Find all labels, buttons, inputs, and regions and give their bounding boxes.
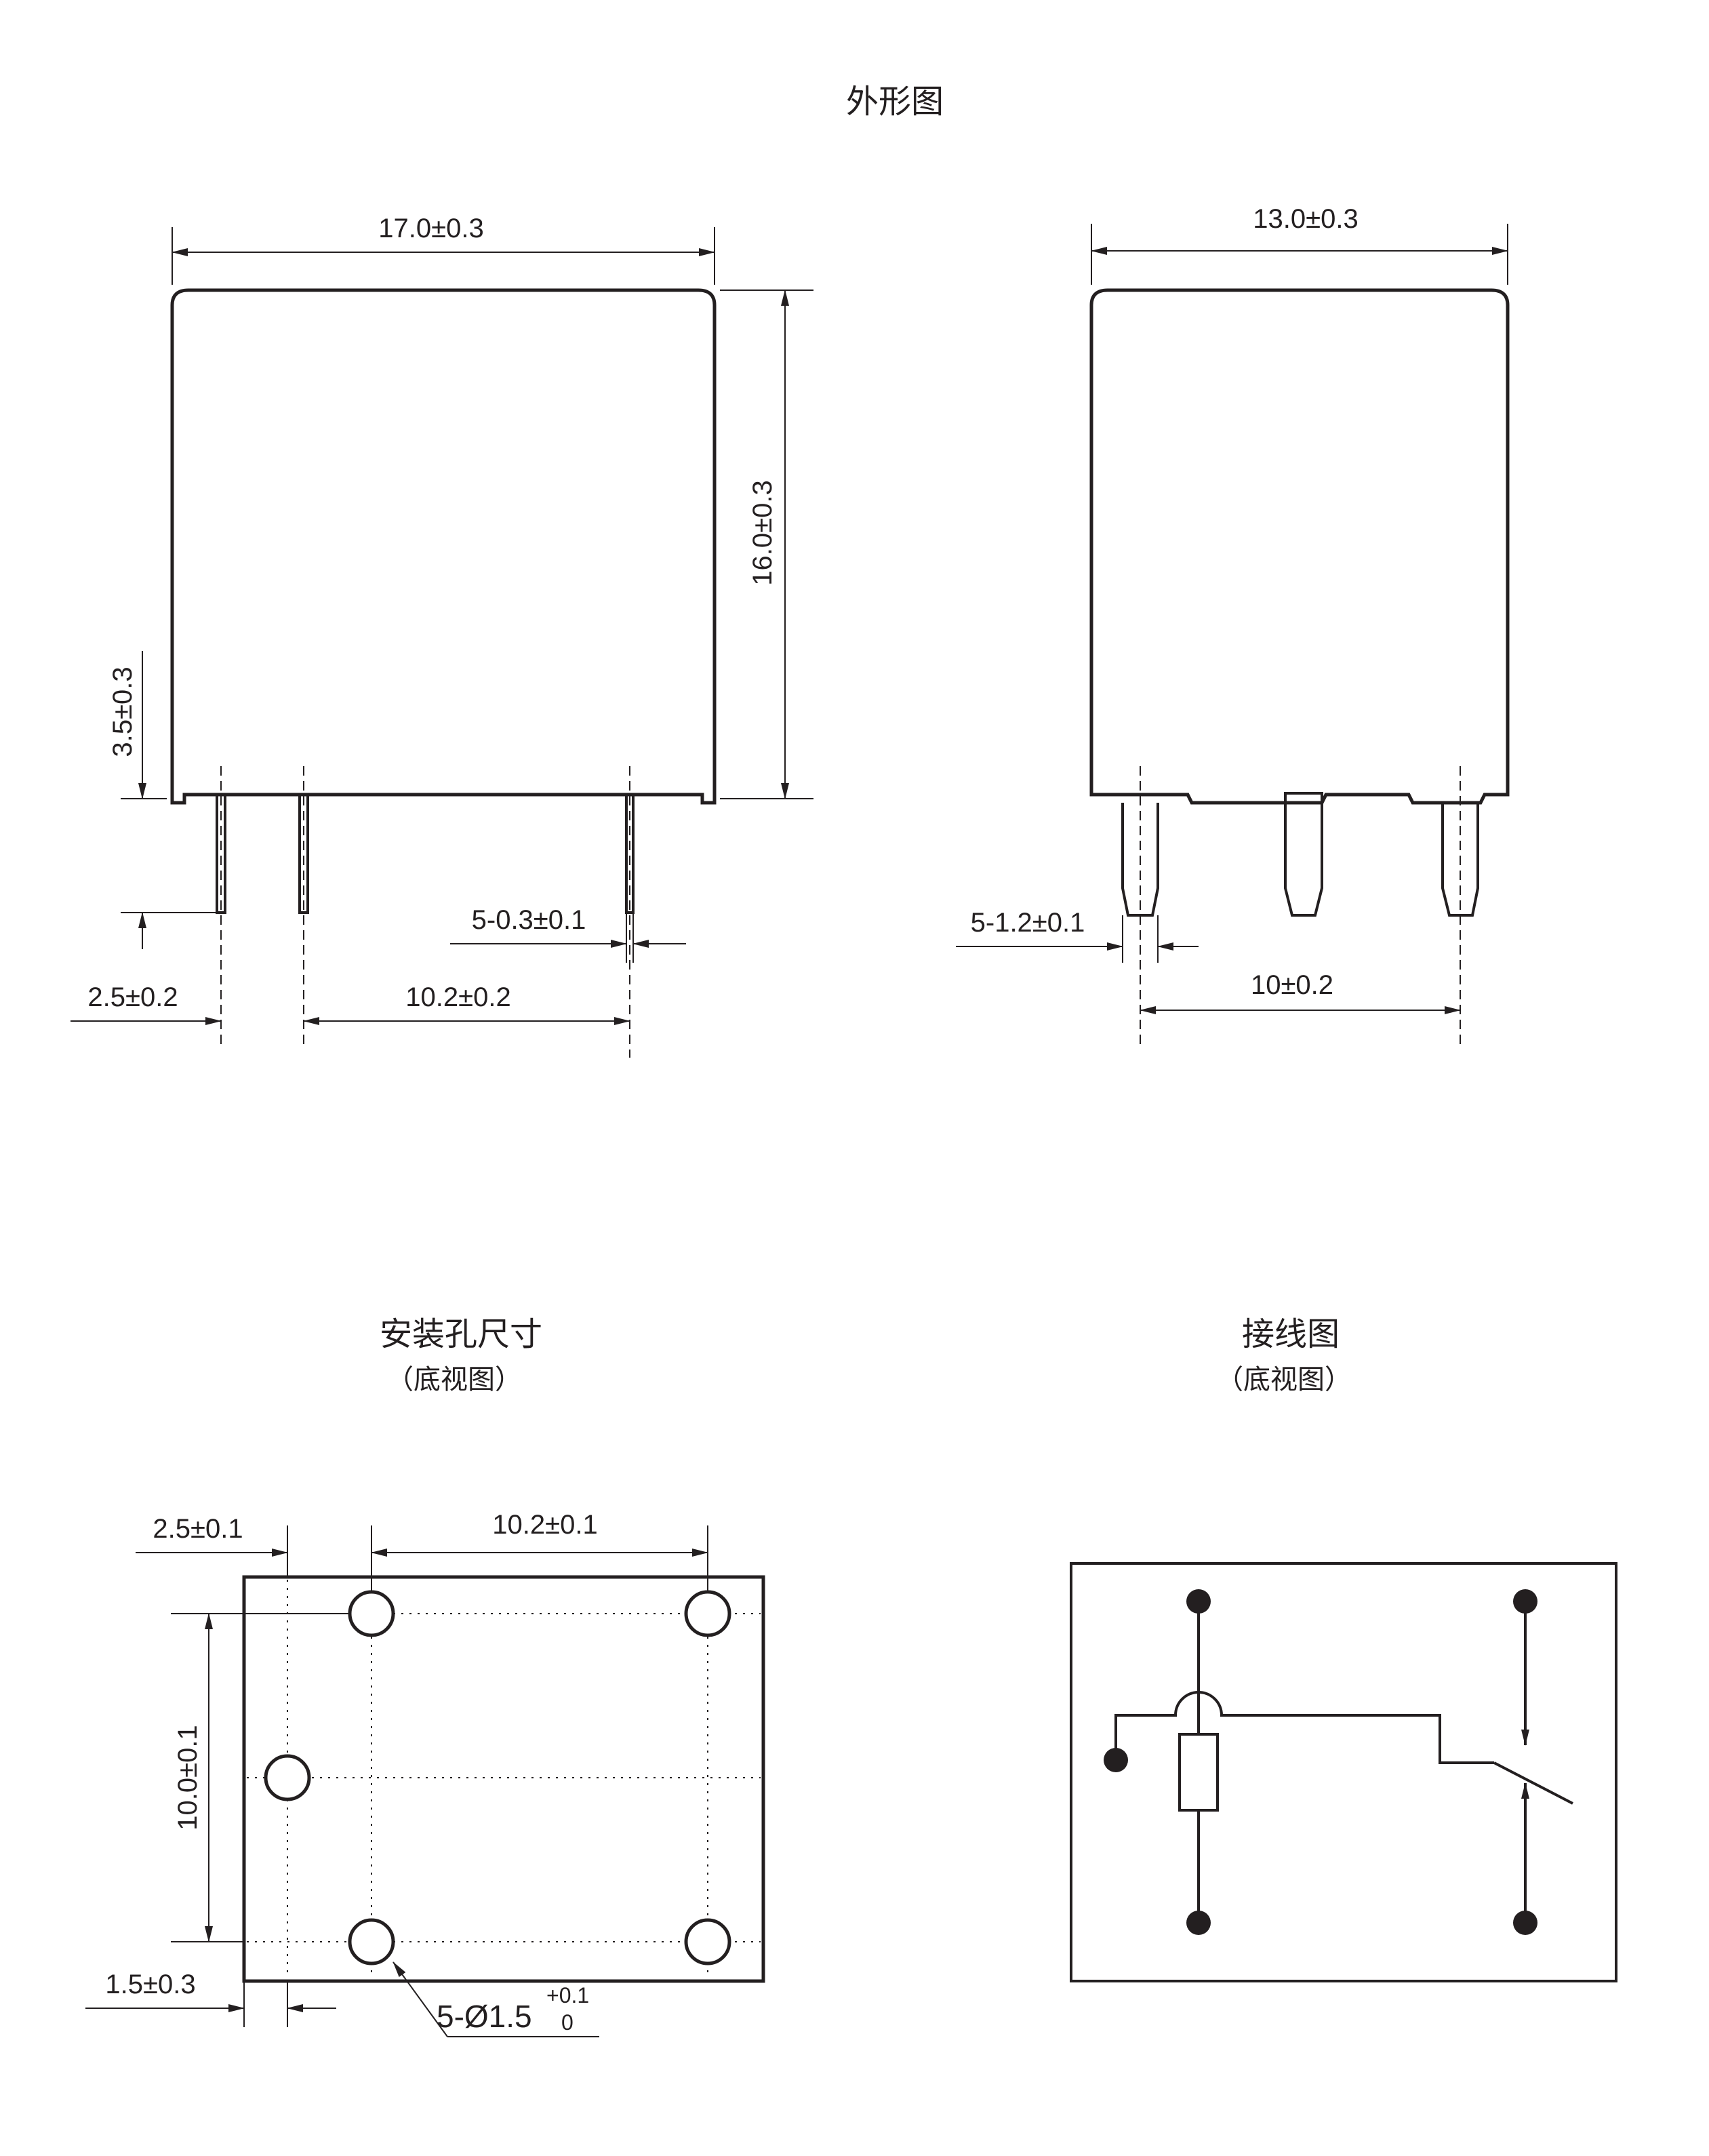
pin-offset-label: 2.5±0.2 <box>87 982 178 1012</box>
common-wire <box>1114 1691 1494 1764</box>
side-width-label: 13.0±0.3 <box>1253 204 1358 234</box>
wiring-title: 接线图 <box>1242 1317 1340 1353</box>
terminal-dot-common <box>1104 1748 1128 1772</box>
front-body-bottom <box>170 793 717 805</box>
hole-4 <box>348 1918 395 1965</box>
hole-pitch-y-label: 10.0±0.1 <box>173 1725 203 1830</box>
side-pin-2 <box>1284 792 1323 917</box>
contact-blade <box>1493 1761 1573 1805</box>
hole-1 <box>348 1590 395 1637</box>
terminal-dot-contact-top <box>1513 1589 1537 1614</box>
hole-pitch-x-label: 10.2±0.1 <box>492 1510 597 1540</box>
mounting-title: 安装孔尺寸 <box>380 1317 542 1353</box>
side-body-outline <box>1089 288 1510 805</box>
hole-grid <box>247 1580 761 1978</box>
side-pin-pitch-label: 10±0.2 <box>1251 970 1333 1000</box>
front-pin-3 <box>625 793 635 914</box>
terminal-dot-coil-bottom <box>1186 1911 1211 1935</box>
hole-callout-label: 5-Ø1.5 <box>437 1999 532 2034</box>
wiring-frame <box>1070 1562 1617 1982</box>
mounting-subtitle: （底视图） <box>386 1365 522 1395</box>
front-pin-2 <box>298 793 309 914</box>
pcb-outline <box>242 1575 765 1983</box>
side-pin-width-label: 5-1.2±0.1 <box>971 908 1085 938</box>
wiring-diagram <box>1070 1562 1617 1982</box>
terminal-dot-coil-top <box>1186 1589 1211 1614</box>
front-pin-1 <box>216 793 226 914</box>
hole-tol-lower: 0 <box>561 2010 574 2035</box>
pin-width-label: 5-0.3±0.1 <box>472 905 586 935</box>
hole-offset-label: 2.5±0.1 <box>153 1514 243 1544</box>
hole-2 <box>684 1590 731 1637</box>
coil <box>1178 1733 1219 1812</box>
pin-length-label: 3.5±0.3 <box>108 666 138 757</box>
side-view: 13.0±0.3 5-1.2±0.1 10±0.2 <box>956 204 1510 1044</box>
edge-offset-label: 1.5±0.3 <box>105 1970 195 1999</box>
hole-3 <box>264 1754 311 1801</box>
hole-tol-upper: +0.1 <box>546 1983 589 2008</box>
mounting-hole-view: 2.5±0.1 10.2±0.1 10.0±0.1 1.5±0.3 5-Ø1.5… <box>85 1510 765 2037</box>
wiring-subtitle: （底视图） <box>1216 1365 1352 1395</box>
front-height-label: 16.0±0.3 <box>748 480 778 585</box>
front-body-outline <box>170 288 717 795</box>
terminal-dot-contact-bottom <box>1513 1911 1537 1935</box>
front-view: 17.0±0.3 16.0±0.3 3.5±0.3 5-0.3±0.1 2.5±… <box>71 214 813 1058</box>
pin-pitch-label: 10.2±0.2 <box>405 982 510 1012</box>
hole-5 <box>684 1918 731 1965</box>
front-width-label: 17.0±0.3 <box>378 214 483 243</box>
outline-title: 外形图 <box>846 84 944 120</box>
hole-callout-leader <box>393 1961 448 2037</box>
